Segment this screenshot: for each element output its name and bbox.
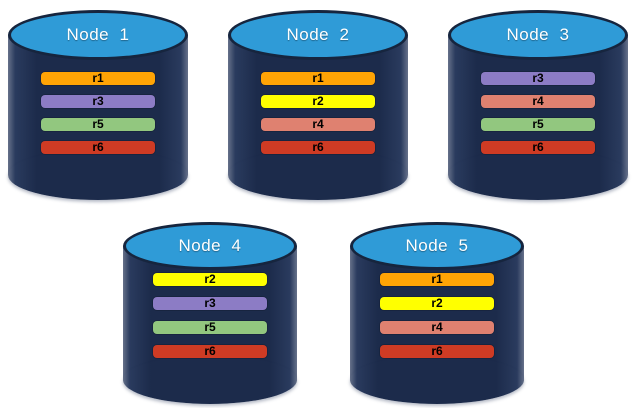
- replica-label: r2: [312, 94, 324, 108]
- replica-label: r4: [532, 94, 544, 108]
- replica-label: r4: [312, 117, 324, 131]
- replica-bar: r6: [41, 141, 155, 154]
- replica-list: r2 r3 r5 r6: [123, 273, 297, 358]
- replica-label: r5: [532, 117, 544, 131]
- replica-list: r1 r2 r4 r6: [228, 72, 408, 154]
- replica-bar: r4: [481, 95, 595, 108]
- replica-label: r6: [92, 140, 104, 154]
- replica-bar: r4: [261, 118, 375, 131]
- replica-label: r6: [431, 344, 443, 358]
- replica-label: r5: [92, 117, 104, 131]
- replica-bar: r3: [41, 95, 155, 108]
- replica-label: r5: [204, 320, 216, 334]
- replica-bar: r6: [261, 141, 375, 154]
- replica-bar: r3: [153, 297, 267, 310]
- node-label: Node 3: [506, 25, 570, 44]
- replica-list: r1 r3 r5 r6: [8, 72, 188, 154]
- cylinder-top-ellipse: Node 3: [448, 10, 628, 60]
- replica-bar: r5: [153, 321, 267, 334]
- replica-list: r3 r4 r5 r6: [448, 72, 628, 154]
- replica-bar: r1: [41, 72, 155, 85]
- replica-bar: r6: [153, 345, 267, 358]
- replica-bar: r5: [41, 118, 155, 131]
- cylinder-top-ellipse: Node 5: [350, 222, 524, 270]
- node-label: Node 2: [286, 25, 350, 44]
- replica-label: r6: [312, 140, 324, 154]
- replica-label: r3: [92, 94, 104, 108]
- cylinder-bottom: [8, 150, 188, 200]
- replica-bar: r6: [481, 141, 595, 154]
- replica-label: r6: [532, 140, 544, 154]
- replica-label: r1: [92, 71, 104, 85]
- database-node: Node 3 r3 r4 r5 r6: [448, 10, 628, 200]
- replica-label: r1: [431, 272, 443, 286]
- replica-label: r6: [204, 344, 216, 358]
- cylinder-top-ellipse: Node 2: [228, 10, 408, 60]
- database-node: Node 2 r1 r2 r4 r6: [228, 10, 408, 200]
- node-label: Node 5: [405, 236, 469, 255]
- replica-label: r2: [431, 296, 443, 310]
- replica-bar: r4: [380, 321, 494, 334]
- replica-label: r4: [431, 320, 443, 334]
- database-node: Node 4 r2 r3 r5 r6: [123, 222, 297, 404]
- replica-bar: r2: [153, 273, 267, 286]
- cylinder-bottom: [448, 150, 628, 200]
- replica-bar: r3: [481, 72, 595, 85]
- cylinder-bottom: [350, 356, 524, 404]
- replica-label: r3: [204, 296, 216, 310]
- database-node: Node 5 r1 r2 r4 r6: [350, 222, 524, 404]
- cylinder-bottom: [123, 356, 297, 404]
- replica-bar: r2: [261, 95, 375, 108]
- replica-label: r3: [532, 71, 544, 85]
- replica-bar: r1: [380, 273, 494, 286]
- cylinder-top-ellipse: Node 4: [123, 222, 297, 270]
- cylinder-top-ellipse: Node 1: [8, 10, 188, 60]
- node-label: Node 4: [178, 236, 242, 255]
- replica-bar: r1: [261, 72, 375, 85]
- replica-bar: r6: [380, 345, 494, 358]
- node-label: Node 1: [66, 25, 130, 44]
- replica-list: r1 r2 r4 r6: [350, 273, 524, 358]
- replica-label: r1: [312, 71, 324, 85]
- replica-label: r2: [204, 272, 216, 286]
- replica-bar: r2: [380, 297, 494, 310]
- cylinder-bottom: [228, 150, 408, 200]
- database-node: Node 1 r1 r3 r5 r6: [8, 10, 188, 200]
- replica-bar: r5: [481, 118, 595, 131]
